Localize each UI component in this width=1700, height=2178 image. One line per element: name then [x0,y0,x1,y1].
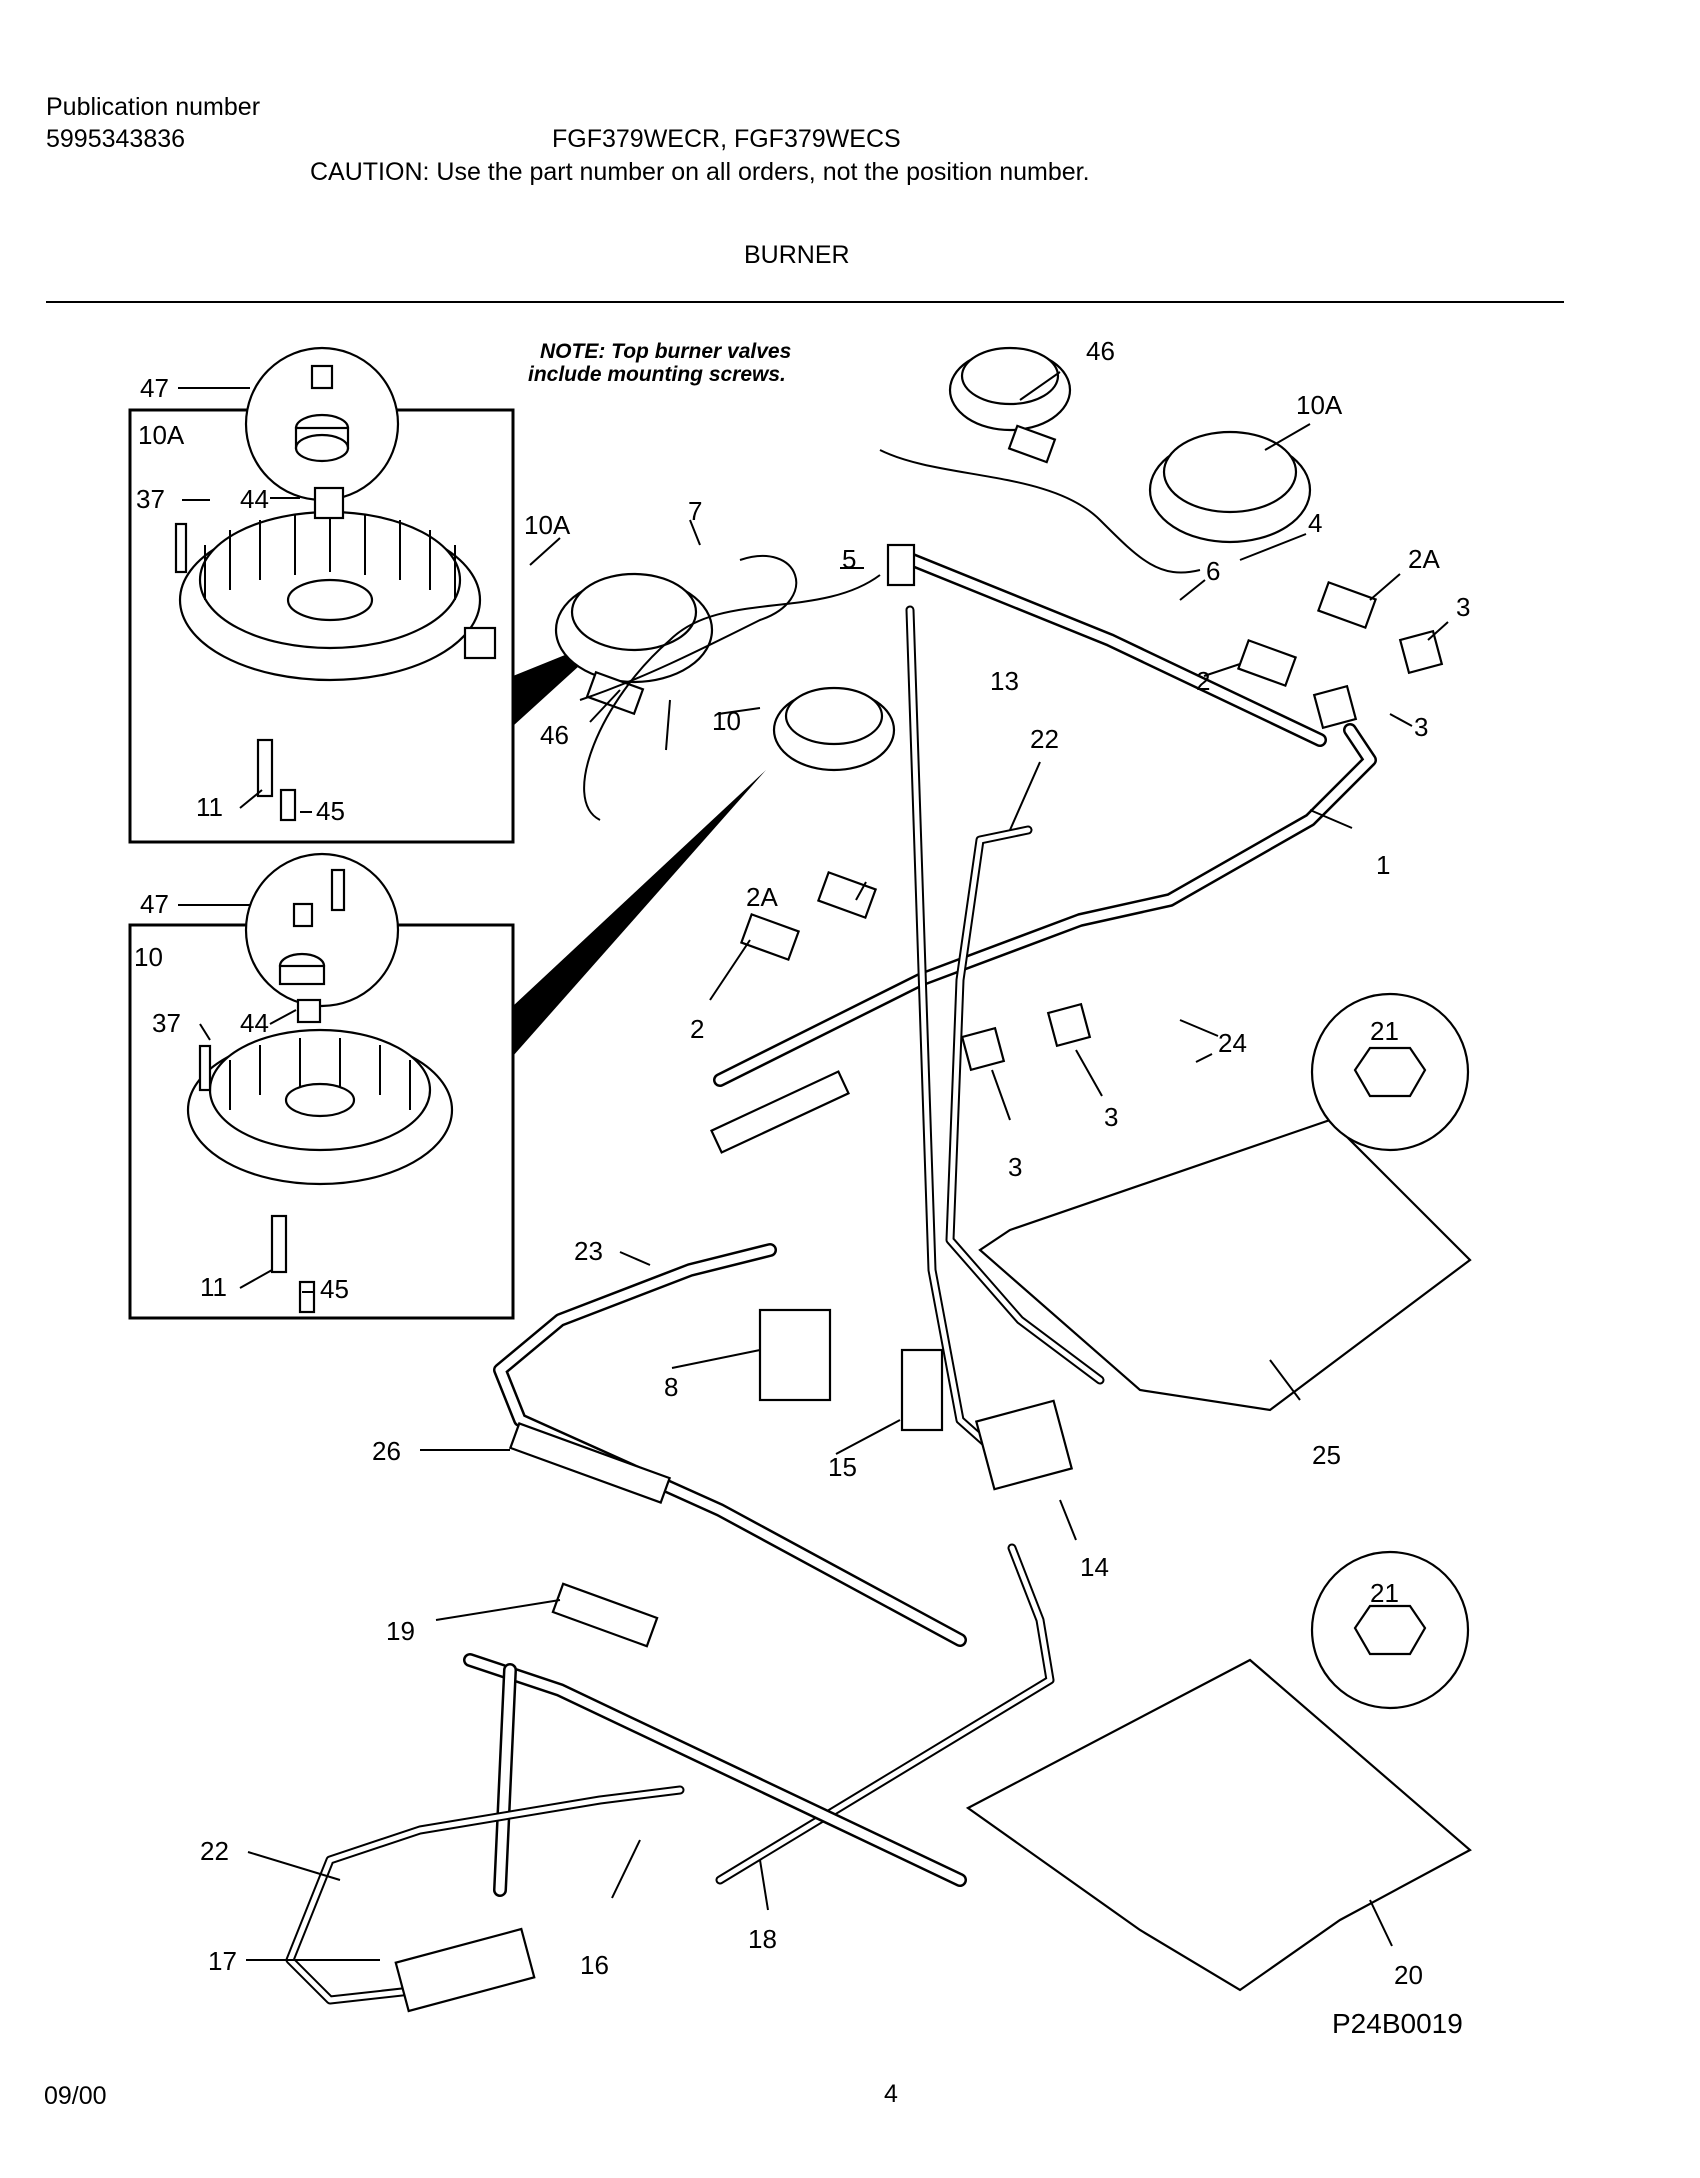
oven-burner-upper [493,1243,1074,1648]
orifice-44a [313,486,345,520]
callout-2a-mid: 2A [746,882,778,912]
page-number: 4 [884,2080,898,2108]
callout-15: 15 [828,1452,857,1482]
publication-label: Publication number [46,93,261,121]
manifold-pipe [713,543,1377,1087]
publication-number: 5995343836 [46,125,186,153]
callout-21-bottom: 21 [1370,1578,1399,1608]
spreader-25 [978,1118,1472,1412]
valve-2-right [1236,638,1298,688]
bracket-3-m1 [960,1026,1006,1072]
callouts: 47 37 44 11 45 47 37 44 11 45 10A 7 5 46… [136,336,1470,1990]
callout-2-mid: 2 [690,1014,704,1044]
callout-13: 13 [990,666,1019,696]
callout-23: 23 [574,1236,603,1266]
callout-19: 19 [386,1616,415,1646]
callout-1: 1 [1376,850,1390,880]
callout-3-r1: 3 [1456,592,1470,622]
valve-17 [394,1927,536,2013]
callout-47a: 47 [140,373,169,403]
callout-14: 14 [1080,1552,1109,1582]
section-title: BURNER [744,241,850,269]
callout-3-m2: 3 [1104,1102,1118,1132]
gas-tubes [579,449,1201,1885]
note-line-1: NOTE: Top burner valves [540,340,791,363]
callout-8: 8 [664,1372,678,1402]
callout-3-r2: 3 [1414,712,1428,742]
callout-10a-top: 10A [1296,390,1343,420]
valve-2-mid [739,912,801,962]
callout-3-m1: 3 [1008,1152,1022,1182]
callout-26: 26 [372,1436,401,1466]
callout-11a: 11 [196,792,223,822]
ignitor-8 [758,1308,832,1402]
figure-code: P24B0019 [1332,2008,1463,2039]
orifice-part [310,364,334,390]
callout-22-mid: 22 [1030,724,1059,754]
callout-37a: 37 [136,484,165,514]
ignitor-26 [508,1422,672,1504]
callout-45b: 45 [320,1274,349,1304]
callout-24: 24 [1218,1028,1247,1058]
bracket-3-r1 [1398,629,1444,675]
header-rule [46,301,1564,303]
callout-22-bottom: 22 [200,1836,229,1866]
oven-burner-lower [285,1653,967,2013]
callout-46-mid: 46 [540,720,569,750]
screw-37a [174,522,188,574]
callout-10a-mid: 10A [524,510,571,540]
bracket-3-r2 [1312,684,1358,730]
callout-45a: 45 [316,796,345,826]
valve-mount-bracket [710,1070,850,1154]
callout-7: 7 [688,496,702,526]
model-numbers: FGF379WECR, FGF379WECS [552,125,901,153]
callout-18: 18 [748,1924,777,1954]
bracket-15 [900,1348,944,1432]
callout-10-mid: 10 [712,706,741,736]
callout-44a: 44 [240,484,269,514]
leader-lines [178,371,1449,1961]
electrode-11a [256,738,274,798]
callout-11b: 11 [200,1272,227,1302]
flame-spreaders [965,992,1472,1992]
callout-46-top: 46 [1086,336,1115,366]
callout-16: 16 [580,1950,609,1980]
callout-4: 4 [1308,508,1322,538]
spreader-20 [965,1658,1472,1992]
footer-date: 09/00 [44,2082,107,2110]
valves [710,580,1444,1154]
inset-10a: 10A [128,346,612,844]
valve-14 [974,1399,1074,1491]
callout-20: 20 [1394,1960,1423,1990]
callout-37b: 37 [152,1008,181,1038]
callout-5: 5 [842,544,856,574]
caution-text: CAUTION: Use the part number on all orde… [310,158,1090,186]
callout-6: 6 [1206,556,1220,586]
bracket-3-m2 [1046,1002,1092,1048]
inset-10: 10 [128,770,766,1320]
callout-47b: 47 [140,889,169,919]
callout-25: 25 [1312,1440,1341,1470]
screw-45a [279,788,297,822]
callout-2a-right: 2A [1408,544,1440,574]
top-burners [554,346,1312,772]
inset-10a-label: 10A [138,420,185,450]
callout-44b: 44 [240,1008,269,1038]
ignitor-19 [551,1582,659,1648]
valve-2a-mid [816,870,878,920]
callout-2-right: 2 [1196,666,1210,696]
callout-21-top: 21 [1370,1016,1399,1046]
valve-2a-right [1316,580,1378,630]
inset-10-label: 10 [134,942,163,972]
note-line-2: include mounting screws. [528,363,786,386]
callout-17: 17 [208,1946,237,1976]
